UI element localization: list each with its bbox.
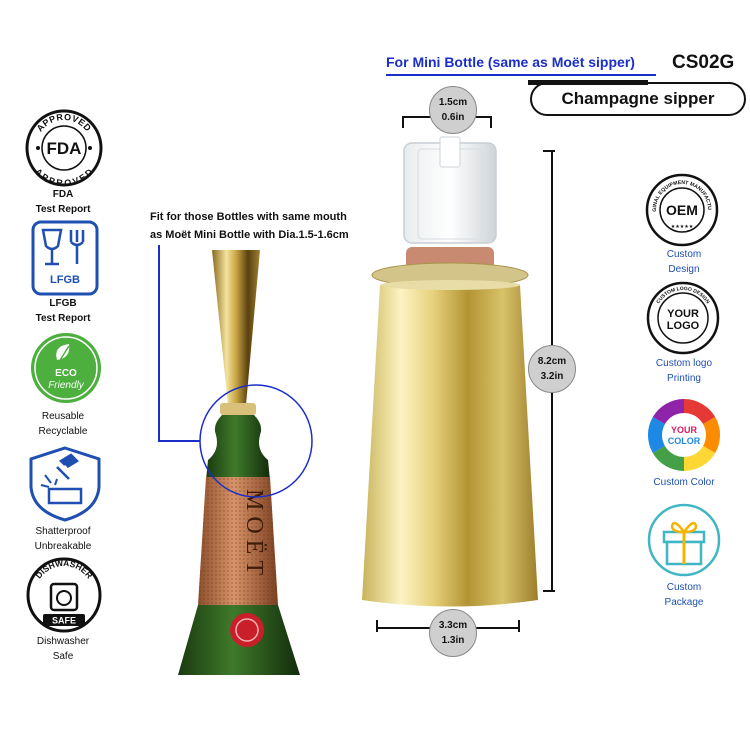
dim-top-tick-right <box>490 116 492 128</box>
oem-icon: ORIGINAL EQUIPMENT MANUFACTURER OEM ★★★★… <box>644 172 719 247</box>
dishwasher-safe-icon: DISHWASHER SAFE <box>26 557 102 633</box>
bottle-with-sipper: MOËT <box>178 250 300 675</box>
fit-note: Fit for those Bottles with same mouth as… <box>150 211 349 241</box>
your-logo-icon: CUSTOM LOGO DESIGN YOUR LOGO <box>646 281 720 355</box>
lfgb-seal-text: LFGB <box>50 274 80 286</box>
color-wheel-icon: YOUR COLOR <box>647 399 721 471</box>
logo-seal-line2: LOGO <box>667 320 700 332</box>
bottle-label-text: MOËT <box>241 489 267 581</box>
header-bar <box>528 80 648 85</box>
color-label: Custom Color <box>653 477 715 488</box>
shatterproof-icon <box>29 446 101 522</box>
fda-seal-mid: FDA <box>47 139 82 158</box>
color-seal-line1: YOUR <box>671 425 698 435</box>
dim-height-tick-bottom <box>543 590 555 592</box>
product-name: Champagne sipper <box>561 89 715 108</box>
oem-seal-text: OEM <box>666 202 698 218</box>
header-subtitle: For Mini Bottle (same as Moët sipper) <box>386 54 635 70</box>
color-seal-line2: COLOR <box>668 436 701 446</box>
eco-seal-line1: ECO <box>55 368 77 379</box>
fda-approved-icon: APPROVED APPROVED FDA <box>25 109 103 188</box>
lfgb-icon: LFGB <box>31 220 99 296</box>
logo-seal-line1: YOUR <box>667 308 699 320</box>
gift-box-icon <box>647 503 721 577</box>
dim-bottom-tick-left <box>376 620 378 632</box>
header-underline <box>386 74 656 76</box>
dim-top-tick-left <box>402 116 404 128</box>
dishwasher-seal-bottom: SAFE <box>52 616 76 626</box>
svg-text:★★★★★: ★★★★★ <box>671 224 694 230</box>
champagne-sipper-product <box>362 136 538 607</box>
product-code: CS02G <box>672 52 735 73</box>
eco-friendly-icon: ECO Friendly <box>31 333 101 403</box>
dim-height-tick-top <box>543 150 555 152</box>
mouth-callout <box>158 245 313 498</box>
eco-seal-line2: Friendly <box>48 380 85 391</box>
dim-bottom-tick-right <box>518 620 520 632</box>
